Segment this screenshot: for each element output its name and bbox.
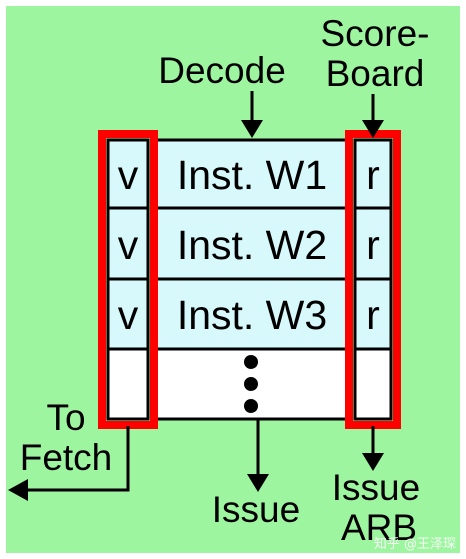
ready-cell-2 xyxy=(353,206,393,281)
watermark: 知乎 @王泽琛 xyxy=(374,536,456,552)
ready-bit-2: r xyxy=(366,222,380,268)
arrows xyxy=(8,91,384,501)
valid-bit-3: v xyxy=(118,292,139,338)
instruction-1: Inst. W1 xyxy=(177,152,327,198)
ready-bit-3: r xyxy=(366,292,380,338)
to-fetch-label-line2: Fetch xyxy=(20,437,113,478)
issue-label: Issue xyxy=(212,489,300,530)
instruction-2: Inst. W2 xyxy=(177,222,327,268)
vertical-ellipsis-icon xyxy=(244,355,258,413)
valid-cell-2 xyxy=(106,206,150,281)
valid-cell-3 xyxy=(106,277,150,351)
instruction-3: Inst. W3 xyxy=(177,292,327,338)
scoreboard-label-line1: Score- xyxy=(321,13,430,54)
ready-bit-1: r xyxy=(366,152,380,198)
valid-bit-2: v xyxy=(118,222,139,268)
issue-arrow xyxy=(247,420,269,492)
buffer-row-2: v Inst. W2 r xyxy=(118,222,380,268)
ready-cell-1 xyxy=(353,138,393,210)
issue-arb-label-line2: ARB xyxy=(341,507,417,548)
decode-arrow xyxy=(241,91,263,138)
buffer-row-1: v Inst. W1 r xyxy=(118,152,380,198)
to-fetch-arrow xyxy=(8,426,130,501)
valid-cell-1 xyxy=(106,138,150,210)
issue-arb-arrow xyxy=(362,426,384,471)
scoreboard-label-line2: Board xyxy=(326,53,425,94)
valid-cell-empty xyxy=(106,347,150,421)
scoreboard-arrow xyxy=(362,94,384,138)
to-fetch-label-line1: To xyxy=(46,397,85,438)
valid-bit-1: v xyxy=(118,152,139,198)
buffer-cells xyxy=(106,138,393,421)
decode-label: Decode xyxy=(158,50,286,91)
ready-cell-empty xyxy=(353,347,393,421)
buffer-row-3: v Inst. W3 r xyxy=(118,292,380,338)
issue-arb-label-line1: Issue xyxy=(332,467,420,508)
valid-column-highlight xyxy=(98,130,158,429)
